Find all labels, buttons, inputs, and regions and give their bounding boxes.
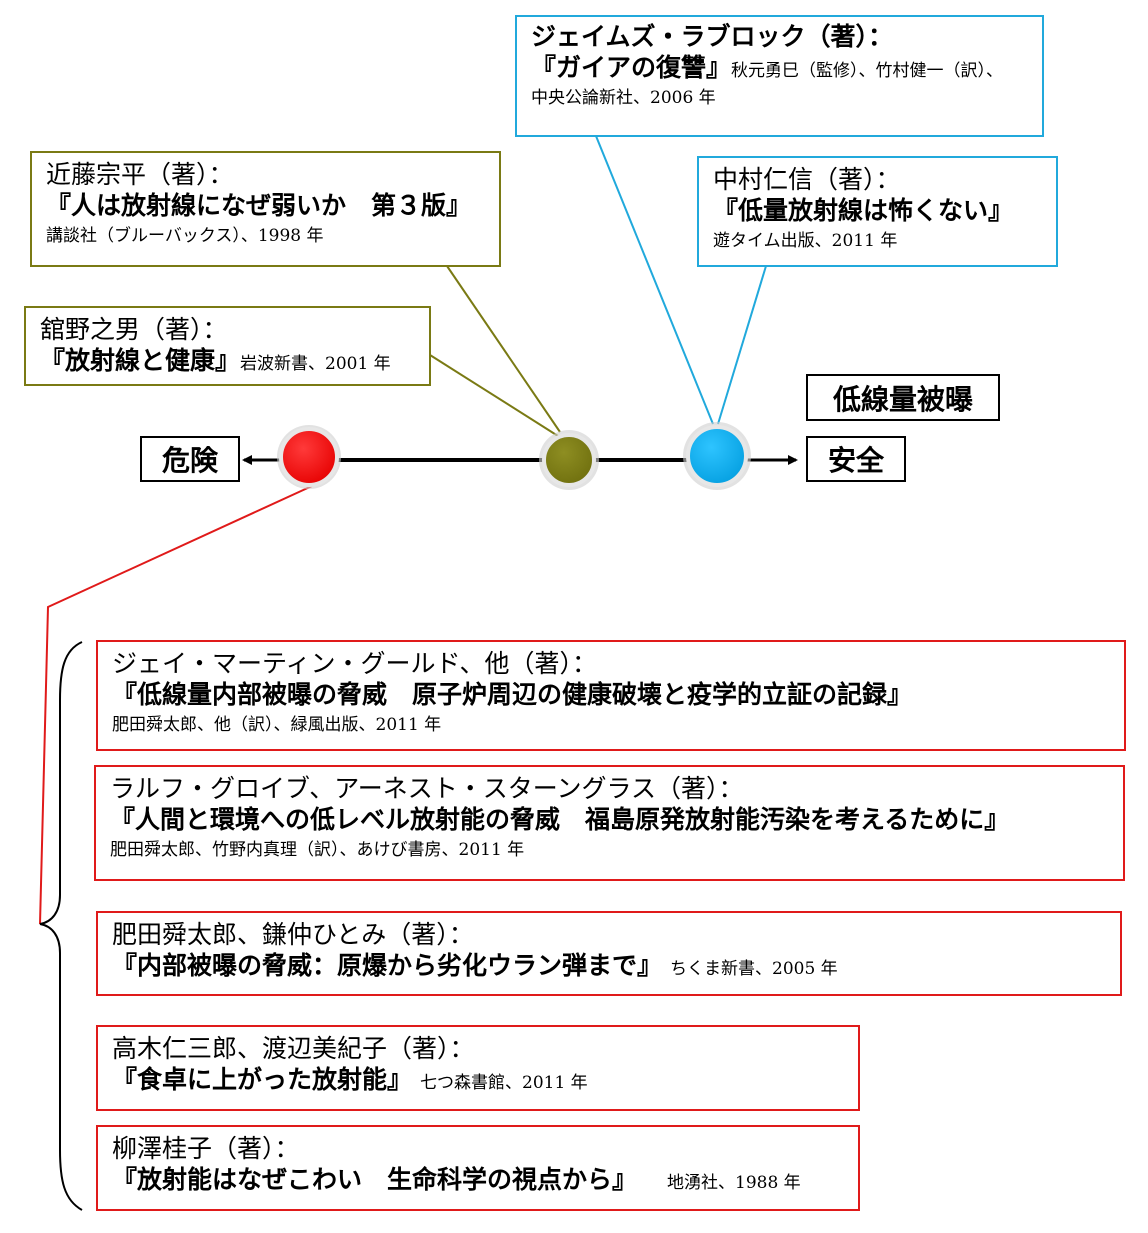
book-yanagisawa: 柳澤桂子（著）： 『放射能はなぜこわい 生命科学の視点から』 地湧社、1988 年 [96, 1125, 860, 1211]
group-brace [39, 641, 83, 1211]
book-author: 舘野之男（著）： [40, 315, 228, 344]
book-takagi: 高木仁三郎、渡辺美紀子（著）： 『食卓に上がった放射能』七つ森書館、2011 年 [96, 1025, 860, 1111]
danger-label: 危険 [140, 436, 240, 482]
safe-label: 安全 [806, 436, 906, 482]
book-title: 『ガイアの復讐』 [531, 53, 732, 83]
book-publisher: ちくま新書、2005 年 [670, 959, 838, 980]
connector-danger-group [39, 485, 313, 925]
book-tateno: 舘野之男（著）： 『放射線と健康』岩波新書、2001 年 [24, 306, 431, 386]
low-dose-label: 低線量被曝 [806, 374, 1000, 421]
book-publisher: 肥田舜太郎、他（訳）、緑風出版、2011 年 [112, 714, 442, 735]
book-nakamura: 中村仁信（著）： 『低量放射線は怖くない』 遊タイム出版、2011 年 [697, 156, 1058, 267]
book-hida: 肥田舜太郎、鎌仲ひとみ（著）： 『内部被曝の脅威：原爆から劣化ウラン弾まで』ちく… [96, 911, 1122, 996]
book-publisher: 遊タイム出版、2011 年 [713, 230, 898, 251]
book-author: 高木仁三郎、渡辺美紀子（著）： [112, 1034, 475, 1063]
book-publisher: 岩波新書、2001 年 [240, 354, 391, 375]
book-publisher-2: 中央公論新社、2006 年 [531, 87, 716, 108]
book-title: 『低量放射線は怖くない』 [713, 196, 1014, 226]
book-author: ジェイ・マーティン・グールド、他（著）： [112, 649, 598, 678]
connector-lovelock [595, 135, 714, 425]
book-gould: ジェイ・マーティン・グールド、他（著）： 『低線量内部被曝の脅威 原子炉周辺の健… [96, 640, 1126, 751]
book-publisher: 肥田舜太郎、竹野内真理（訳）、あけび書房、2011 年 [110, 839, 525, 860]
connector-nakamura [717, 265, 767, 425]
book-author: 中村仁信（著）： [713, 165, 901, 194]
book-author: 近藤宗平（著）： [46, 160, 234, 189]
connector-tateno [429, 354, 559, 437]
book-title: 『人間と環境への低レベル放射能の脅威 福島原発放射能汚染を考えるために』 [110, 805, 1010, 835]
book-graeub: ラルフ・グロイブ、アーネスト・スターングラス（著）： 『人間と環境への低レベル放… [94, 765, 1125, 881]
connector-kondo [446, 265, 561, 433]
book-title: 『人は放射線になぜ弱いか 第３版』 [46, 191, 472, 221]
book-publisher: 講談社（ブルーバックス）、1998 年 [46, 225, 324, 246]
book-lovelock: ジェイムズ・ラブロック（著）： 『ガイアの復讐』秋元勇巳（監修）、竹村健一（訳）… [515, 15, 1044, 137]
book-title: 『食卓に上がった放射能』 [112, 1065, 413, 1095]
book-publisher: 七つ森書館、2011 年 [420, 1073, 588, 1094]
book-publisher: 地湧社、1988 年 [667, 1173, 801, 1194]
book-title: 『低線量内部被曝の脅威 原子炉周辺の健康破壊と疫学的立証の記録』 [112, 680, 913, 710]
book-publisher: 秋元勇巳（監修）、竹村健一（訳）、 [731, 61, 1004, 82]
book-author: 肥田舜太郎、鎌仲ひとみ（著）： [112, 920, 474, 949]
book-title: 『放射線と健康』 [40, 346, 241, 376]
book-author: ジェイムズ・ラブロック（著）： [531, 22, 894, 51]
book-author: 柳澤桂子（著）： [112, 1134, 300, 1163]
book-author: ラルフ・グロイブ、アーネスト・スターングラス（著）： [110, 774, 744, 803]
book-title: 『内部被曝の脅威：原爆から劣化ウラン弾まで』 [112, 951, 663, 981]
book-kondo: 近藤宗平（著）： 『人は放射線になぜ弱いか 第３版』 講談社（ブルーバックス）、… [30, 151, 501, 267]
book-title: 『放射能はなぜこわい 生命科学の視点から』 [112, 1165, 638, 1195]
